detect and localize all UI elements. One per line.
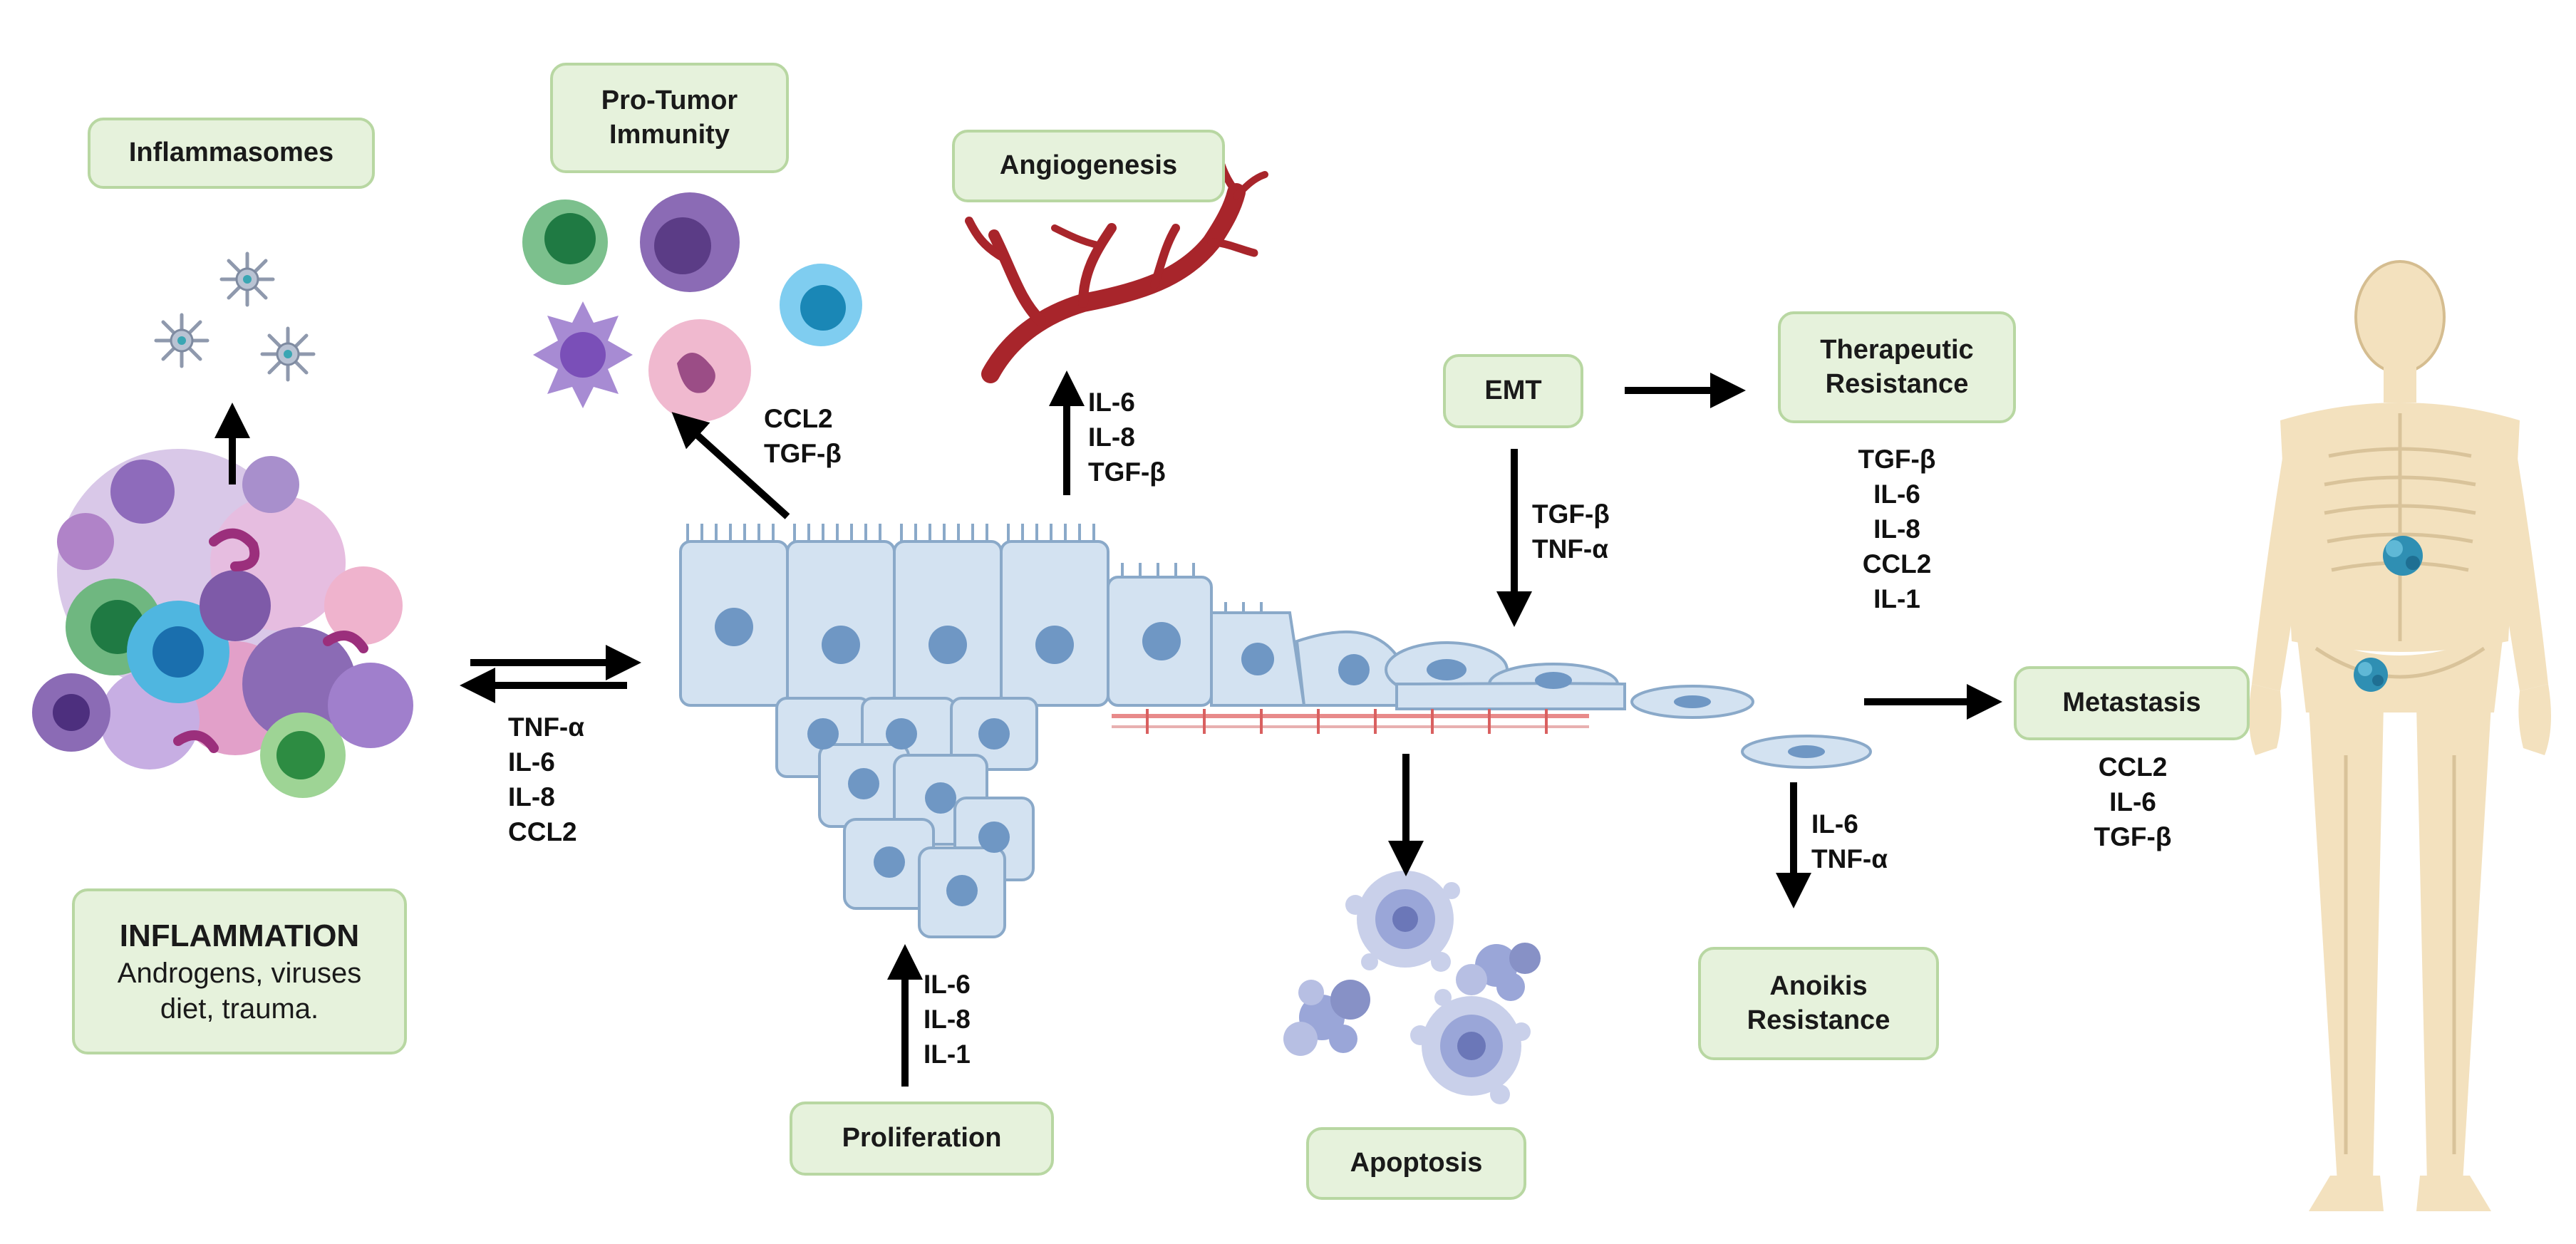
proliferation-cytokines: IL-6 IL-8 IL-1 [924, 970, 971, 1069]
inflammation-cytokines: TNF-α IL-6 IL-8 CCL2 [508, 712, 584, 846]
inflammasomes-box: Inflammasomes [88, 118, 375, 189]
angiogenesis-label: Angiogenesis [999, 150, 1178, 181]
metastasis-box: Metastasis [2014, 666, 2250, 740]
blood-vessel [965, 152, 1268, 383]
tumor-in-pelvis [2383, 536, 2423, 576]
inflammation-causes-line-2: diet, trauma. [160, 993, 319, 1025]
therapeutic-resistance-box: Therapeutic Resistance [1778, 311, 2016, 423]
angiogenesis-cytokines: IL-6 IL-8 TGF-β [1088, 388, 1166, 487]
pro-tumor-line-1: Pro-Tumor [601, 85, 738, 115]
emt-box: EMT [1443, 354, 1583, 428]
epithelium [679, 524, 1872, 938]
inflammation-box: INFLAMMATION Androgens, viruses diet, tr… [72, 888, 407, 1054]
emt-label: EMT [1484, 375, 1542, 406]
arrow-to-immunity [671, 412, 790, 519]
inflammation-title: INFLAMMATION [119, 918, 360, 953]
proliferation-box: Proliferation [790, 1102, 1054, 1176]
metastasis-cytokines: CCL2 IL-6 TGF-β [2094, 752, 2172, 851]
inflammatory-cell-cluster [32, 449, 413, 798]
tumor-in-femur [2354, 658, 2388, 692]
therapeutic-line-1: Therapeutic [1820, 335, 1974, 365]
therapeutic-line-2: Resistance [1825, 368, 1969, 399]
pro-tumor-line-2: Immunity [609, 119, 730, 150]
metastasis-label: Metastasis [2062, 688, 2201, 718]
immune-cells [522, 192, 862, 422]
apoptosis-box: Apoptosis [1306, 1127, 1526, 1200]
arrows [214, 370, 2002, 1087]
anoikis-line-1: Anoikis [1769, 971, 1868, 1001]
anoikis-resistance-box: Anoikis Resistance [1698, 947, 1939, 1060]
basement-membrane [1112, 709, 1589, 734]
emt-cytokines: TGF-β TNF-α [1532, 499, 1610, 564]
inflammasomes-label: Inflammasomes [128, 138, 334, 168]
anoikis-line-2: Resistance [1747, 1005, 1890, 1035]
proliferation-label: Proliferation [842, 1123, 1002, 1154]
pro-tumor-immunity-box: Pro-Tumor Immunity [550, 63, 789, 173]
human-skeleton [2249, 260, 2551, 1211]
inflammation-causes-line-1: Androgens, viruses [117, 958, 362, 989]
anoikis-cytokines: IL-6 TNF-α [1811, 809, 1888, 874]
apoptosis-label: Apoptosis [1350, 1148, 1483, 1178]
inflammasome-particles [154, 252, 316, 382]
therapeutic-cytokines: TGF-β IL-6 IL-8 CCL2 IL-1 [1858, 445, 1936, 613]
angiogenesis-box: Angiogenesis [952, 130, 1225, 202]
apoptotic-bodies [1283, 871, 1541, 1104]
immunity-cytokines: CCL2 TGF-β [764, 404, 842, 468]
